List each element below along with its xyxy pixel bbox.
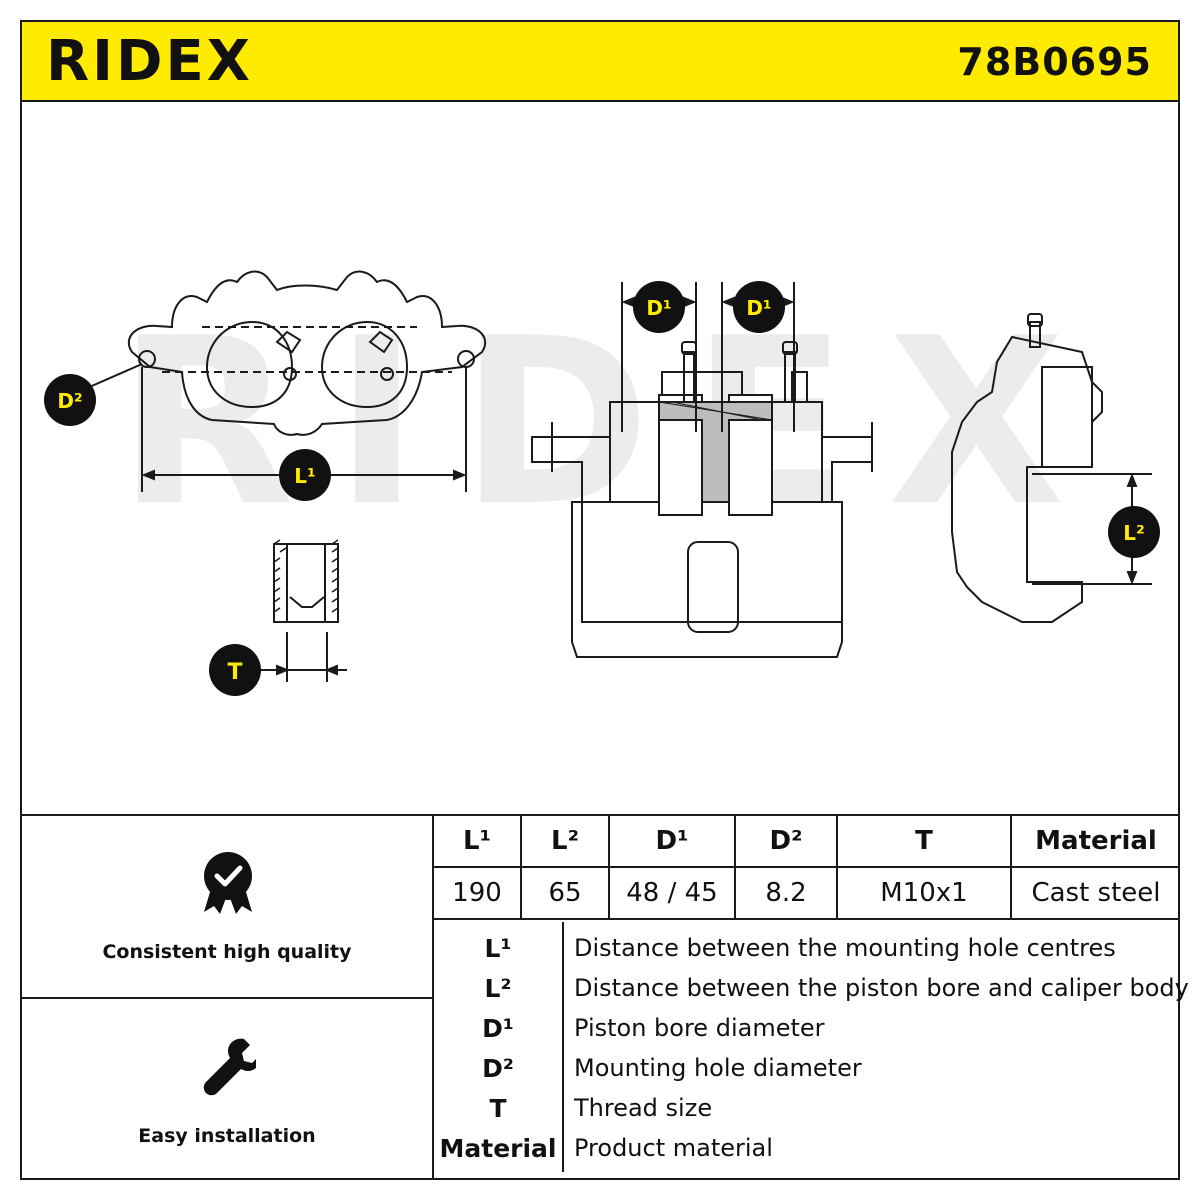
badge-l2-text: L² — [1123, 521, 1145, 545]
legend-desc: Distance between the piston bore and cal… — [574, 974, 1189, 1002]
feature-quality: Consistent high quality — [22, 816, 432, 999]
spec-value-row: 190 65 48 / 45 8.2 M10x1 Cast steel — [434, 866, 1180, 920]
spec-header-row: L¹ L² D¹ D² T Material — [434, 816, 1180, 868]
spec-value-d1: 48 / 45 — [608, 866, 736, 920]
caliper-front-view — [77, 270, 1152, 682]
legend-item-t: T Thread size — [434, 1088, 1182, 1128]
badge-d2-text: D² — [57, 389, 82, 413]
spec-header-d1: D¹ — [608, 816, 736, 868]
legend-key: T — [489, 1094, 507, 1123]
badge-t-text: T — [227, 660, 242, 685]
legend-key: Material — [439, 1134, 557, 1163]
badge-t: T — [209, 644, 261, 696]
legend-item-d1: D¹ Piston bore diameter — [434, 1008, 1182, 1048]
feature-installation: Easy installation — [22, 999, 432, 1180]
feature-installation-label: Easy installation — [138, 1125, 316, 1147]
badge-l2: L² — [1108, 506, 1160, 558]
badge-d1-right-text: D¹ — [746, 296, 771, 320]
spec-header-l1: L¹ — [434, 816, 522, 868]
spec-header-t: T — [836, 816, 1012, 868]
brand-logo: RIDEX — [46, 29, 253, 94]
wrench-icon — [203, 1038, 256, 1096]
badge-l1: L¹ — [279, 449, 331, 501]
feature-quality-label: Consistent high quality — [102, 941, 352, 963]
spec-value-t: M10x1 — [836, 866, 1012, 920]
legend-divider — [562, 922, 564, 1172]
legend-item-d2: D² Mounting hole diameter — [434, 1048, 1182, 1088]
badge-l1-text: L¹ — [294, 464, 316, 488]
part-number: 78B0695 — [957, 40, 1152, 84]
info-panel: Consistent high quality Easy installatio… — [22, 814, 1189, 1180]
technical-drawing: RIDEX — [22, 102, 1178, 814]
badge-d1-left-text: D¹ — [646, 296, 671, 320]
badge-d2: D² — [44, 374, 96, 426]
spec-header-material: Material — [1010, 816, 1180, 868]
badge-d1-left: D¹ — [633, 281, 685, 333]
badge-d1-right: D¹ — [733, 281, 785, 333]
legend-key: D² — [482, 1054, 514, 1083]
legend-desc: Product material — [574, 1134, 773, 1162]
quality-badge-icon — [204, 852, 252, 914]
product-sheet: RIDEX 78B0695 RIDEX — [20, 20, 1189, 1180]
legend-desc: Mounting hole diameter — [574, 1054, 862, 1082]
legend-desc: Piston bore diameter — [574, 1014, 825, 1042]
spec-header-l2: L² — [520, 816, 610, 868]
header-bar: RIDEX 78B0695 — [22, 22, 1178, 102]
spec-value-l2: 65 — [520, 866, 610, 920]
legend-item-material: Material Product material — [434, 1128, 1182, 1168]
spec-header-d2: D² — [734, 816, 838, 868]
legend-item-l1: L¹ Distance between the mounting hole ce… — [434, 928, 1182, 968]
legend-key: D¹ — [482, 1014, 514, 1043]
spec-value-d2: 8.2 — [734, 866, 838, 920]
legend-desc: Distance between the mounting hole centr… — [574, 934, 1116, 962]
watermark-text: RIDEX — [117, 290, 1105, 557]
legend-desc: Thread size — [574, 1094, 713, 1122]
caliper-drawing-svg: RIDEX — [44, 270, 1160, 696]
legend-item-l2: L² Distance between the piston bore and … — [434, 968, 1189, 1008]
spec-value-material: Cast steel — [1010, 866, 1180, 920]
legend-list: L¹ Distance between the mounting hole ce… — [432, 914, 1189, 1180]
legend-key: L² — [484, 974, 512, 1003]
spec-table: L¹ L² D¹ D² T Material 190 65 48 / 45 8.… — [432, 816, 1180, 920]
legend-key: L¹ — [484, 934, 512, 963]
spec-value-l1: 190 — [434, 866, 522, 920]
